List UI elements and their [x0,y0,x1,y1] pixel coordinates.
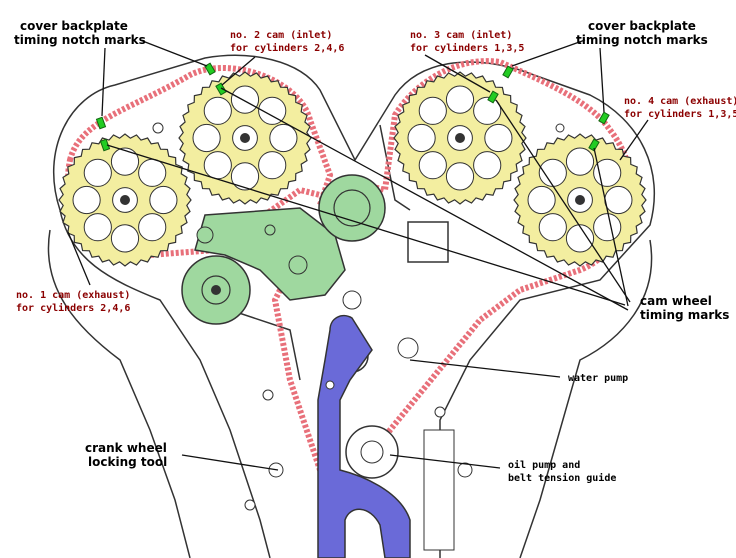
cam-gears [58,71,647,267]
cam1-label: no. 1 cam (exhaust) for cylinders 2,4,6 [16,290,136,314]
idler-bracket [194,207,346,301]
bracket-bolt [264,224,276,236]
tensioner-pulley-inner [333,189,371,227]
cam2-gear [178,71,312,205]
cam1-gear [58,133,192,267]
idler-pulley-hub [211,285,221,295]
cam4-label: no. 4 cam (exhaust) for cylinders 1,3,5 [624,96,736,120]
cam-wheel-marks-label: cam wheel timing marks [640,294,729,322]
bracket-bolt [196,226,214,244]
cam3-gear [393,71,527,205]
backplate-right-label: cover backplate timing notch marks [576,19,708,47]
cam3-label: no. 3 cam (inlet) for cylinders 1,3,5 [410,29,524,54]
crank-locking-tool [317,314,411,558]
oil-pump-label: oil pump and belt tension guide [508,459,616,484]
backplate-left-label: cover backplate timing notch marks [14,19,146,47]
timing-markers [95,62,610,152]
crank-tool-label: crank wheel locking tool [85,441,171,469]
leader-lines [67,39,649,471]
water-pump-label: water pump [568,373,628,384]
tensioner-pulley [318,174,386,242]
pump-bolt [342,290,362,310]
cam4-gear [513,133,647,267]
cam2-label: no. 2 cam (inlet) for cylinders 2,4,6 [230,29,344,54]
pump-bolt [397,337,419,359]
bracket-bolt [288,255,308,275]
idler-pulley-inner [201,275,231,305]
belt-tension-guide [423,429,455,551]
oil-pump-hub [360,440,384,464]
